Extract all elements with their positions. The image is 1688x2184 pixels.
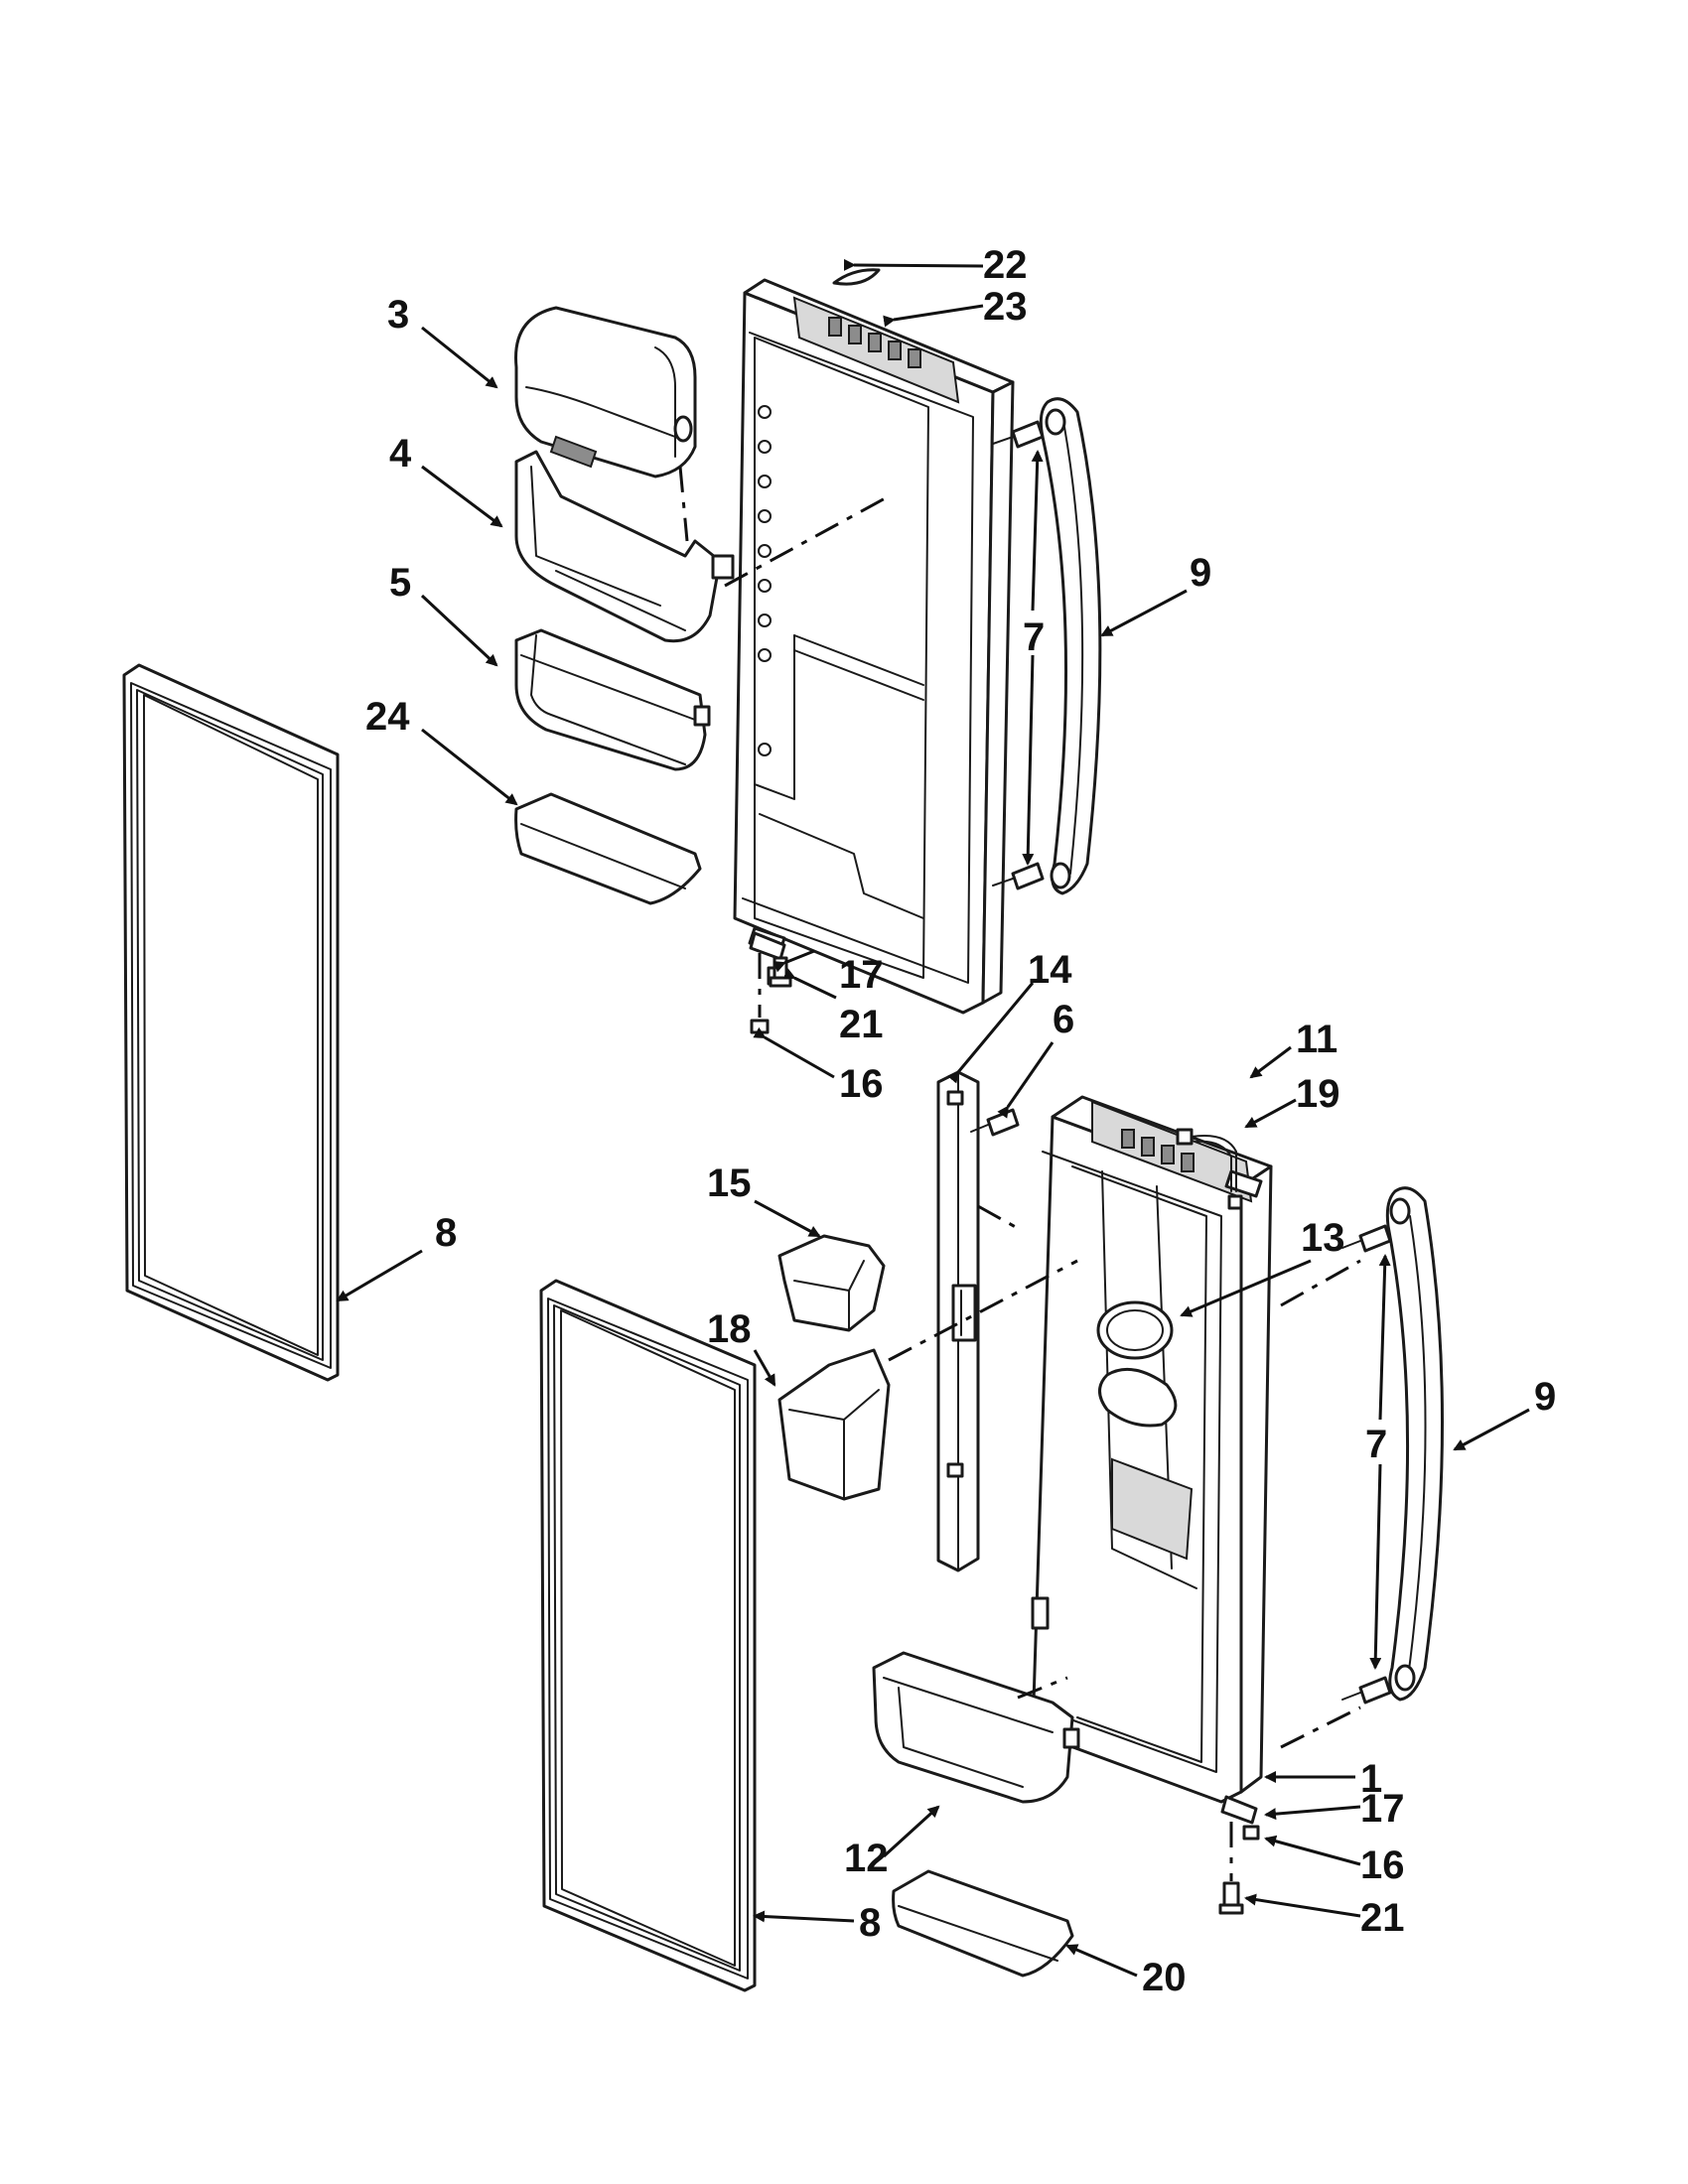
callout-13: 13 — [1301, 1216, 1345, 1260]
callout-1: 1 — [1360, 1757, 1382, 1801]
door-handle-9-upper — [1039, 397, 1102, 895]
callout-16-upper: 16 — [839, 1062, 884, 1106]
callout-24: 24 — [365, 695, 410, 739]
callout-18: 18 — [707, 1307, 752, 1351]
door-gasket-8-lower — [539, 1279, 757, 1992]
clip-19 — [1227, 1194, 1243, 1210]
door-handle-9-lower — [1385, 1186, 1444, 1702]
dispenser-bin-15 — [777, 1234, 886, 1332]
mullion-strip-14 — [936, 1070, 980, 1572]
door-gasket-8-upper — [122, 663, 340, 1382]
callout-8-upper: 8 — [435, 1211, 457, 1255]
callout-3: 3 — [387, 293, 409, 337]
water-tube-11 — [1176, 1128, 1237, 1192]
callout-labels: 3 4 5 24 8 22 23 9 7 17 21 16 14 6 11 19… — [365, 243, 1556, 1999]
callout-9-lower: 9 — [1534, 1375, 1556, 1419]
callout-12: 12 — [844, 1837, 889, 1880]
callout-6: 6 — [1053, 998, 1074, 1041]
callout-17-lower: 17 — [1360, 1787, 1405, 1831]
bin-cover-3 — [514, 306, 697, 478]
callout-5: 5 — [389, 561, 411, 605]
ice-chute-13 — [1096, 1300, 1178, 1428]
callout-22: 22 — [983, 243, 1028, 287]
tray-24 — [514, 792, 702, 905]
callout-21-lower: 21 — [1360, 1896, 1405, 1940]
cap-22 — [832, 268, 881, 286]
callout-20: 20 — [1142, 1956, 1187, 1999]
door-bin-12 — [872, 1651, 1080, 1804]
leader-lines — [336, 258, 1530, 1978]
callout-17-upper: 17 — [839, 953, 884, 997]
dispenser-buttons — [1121, 1129, 1195, 1172]
screw-7-lower-b — [1341, 1676, 1392, 1705]
tray-20 — [892, 1869, 1074, 1978]
screw-7-upper-b — [992, 862, 1045, 890]
callout-21-upper: 21 — [839, 1003, 884, 1046]
callout-15: 15 — [707, 1161, 752, 1205]
callout-4: 4 — [389, 432, 412, 476]
callout-7-upper: 7 — [1023, 615, 1045, 659]
nut-16-lower — [1242, 1825, 1260, 1841]
callout-9-upper: 9 — [1190, 551, 1211, 595]
left-door-bin-slots — [758, 405, 772, 756]
callout-8-lower: 8 — [859, 1901, 881, 1945]
control-buttons — [828, 317, 921, 368]
callout-19: 19 — [1296, 1072, 1340, 1116]
door-bin-4 — [514, 450, 735, 643]
callout-7-lower: 7 — [1365, 1423, 1387, 1466]
callout-11: 11 — [1296, 1018, 1337, 1061]
callout-14: 14 — [1028, 948, 1072, 992]
door-bin-5 — [514, 628, 711, 771]
hinge-17-lower — [1220, 1795, 1258, 1825]
callout-23: 23 — [983, 285, 1028, 329]
left-door-liner — [733, 278, 1015, 1015]
nut-16-upper — [750, 1019, 770, 1034]
dispenser-bin-18 — [777, 1348, 891, 1501]
right-door-liner-1 — [1031, 1095, 1273, 1804]
screw-7-lower-a — [1341, 1224, 1392, 1253]
screw-7-upper-a — [992, 420, 1045, 449]
screw-21-lower — [1218, 1881, 1244, 1915]
callout-16-lower: 16 — [1360, 1843, 1405, 1887]
